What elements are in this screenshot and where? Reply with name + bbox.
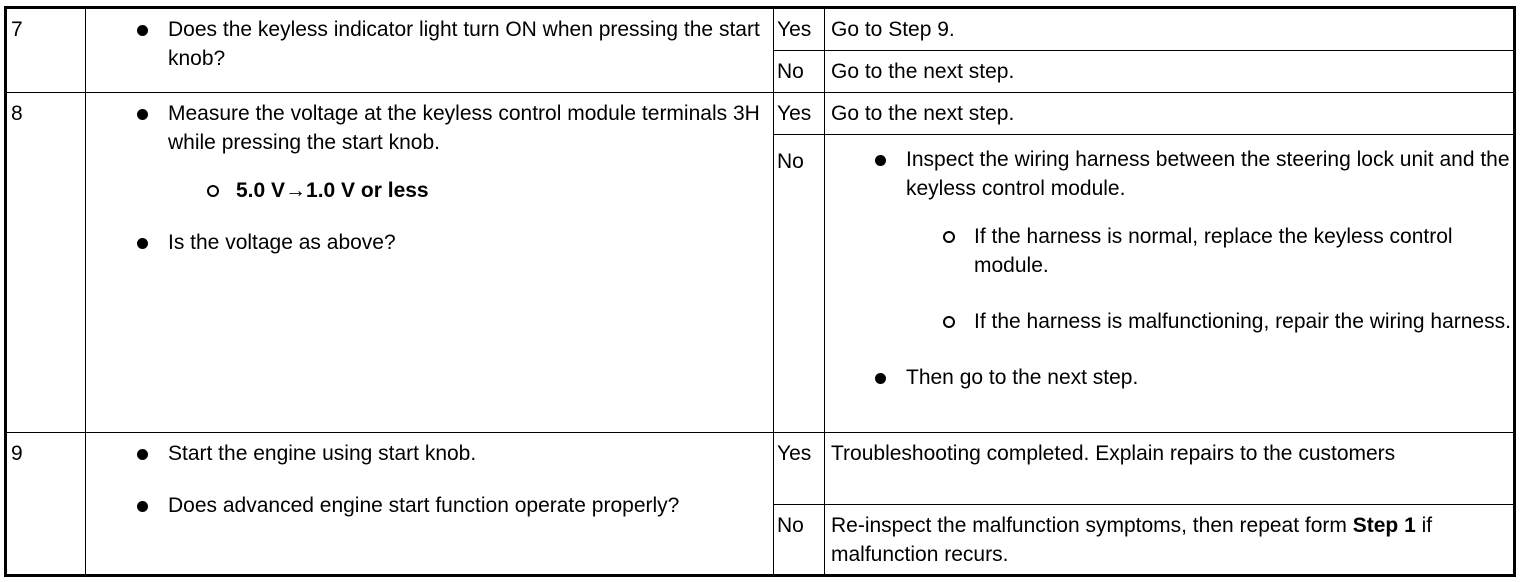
inspection-bullet: Does the keyless indicator light turn ON…: [132, 15, 763, 73]
step-7-row-no: No Go to the next step.: [6, 50, 1515, 93]
no-action: Go to the next step.: [824, 50, 1515, 93]
step-reference: Step 1: [1352, 514, 1416, 537]
no-action: Inspect the wiring harness between the s…: [824, 134, 1515, 433]
no-action-suffix: if malfunction recurs.: [831, 514, 1433, 566]
step-8-row-no: No Inspect the wiring harness between th…: [6, 134, 1515, 433]
step-number: 7: [5, 7, 86, 93]
spec-value: 5.0 V→1.0 V or less: [204, 176, 763, 205]
action-bullet: Then go to the next step.: [870, 363, 1513, 392]
step-7-row-yes: 7 Does the keyless indicator light turn …: [5, 7, 1515, 93]
troubleshooting-table: 7 Does the keyless indicator light turn …: [4, 6, 1516, 577]
no-action: Re-inspect the malfunction symptoms, the…: [824, 504, 1515, 576]
troubleshooting-page: 7 Does the keyless indicator light turn …: [4, 6, 1516, 577]
yes-action: Troubleshooting completed. Explain repai…: [824, 432, 1515, 505]
no-label: No: [773, 50, 825, 93]
inspection-cell: Start the engine using start knob. Does …: [85, 432, 774, 576]
step-9-row-yes: 9 Start the engine using start knob. Doe…: [5, 432, 1515, 576]
no-label: No: [773, 134, 825, 433]
inspection-bullet: Measure the voltage at the keyless contr…: [132, 99, 763, 157]
step-number: 8: [5, 92, 86, 433]
inspection-cell: Does the keyless indicator light turn ON…: [85, 7, 774, 93]
no-label: No: [773, 504, 825, 576]
step-9-row-no: No Re-inspect the malfunction symptoms, …: [6, 504, 1515, 576]
no-action-prefix: Re-inspect the malfunction symptoms, the…: [831, 514, 1353, 537]
inspection-bullet: Start the engine using start knob.: [132, 439, 763, 468]
yes-action: Go to the next step.: [824, 92, 1515, 135]
step-8-row-yes: 8 Measure the voltage at the keyless con…: [5, 92, 1515, 433]
action-bullet: Inspect the wiring harness between the s…: [870, 145, 1513, 203]
inspection-bullet: Is the voltage as above?: [132, 228, 763, 257]
yes-label: Yes: [773, 432, 825, 505]
yes-label: Yes: [773, 92, 825, 135]
inspection-bullet: Does advanced engine start function oper…: [132, 491, 763, 520]
yes-label: Yes: [773, 7, 825, 51]
yes-action: Go to Step 9.: [824, 7, 1515, 51]
action-sub-bullet: If the harness is normal, replace the ke…: [940, 222, 1513, 280]
inspection-cell: Measure the voltage at the keyless contr…: [85, 92, 774, 433]
step-number: 9: [5, 432, 86, 576]
action-sub-bullet: If the harness is malfunctioning, repair…: [940, 307, 1513, 336]
